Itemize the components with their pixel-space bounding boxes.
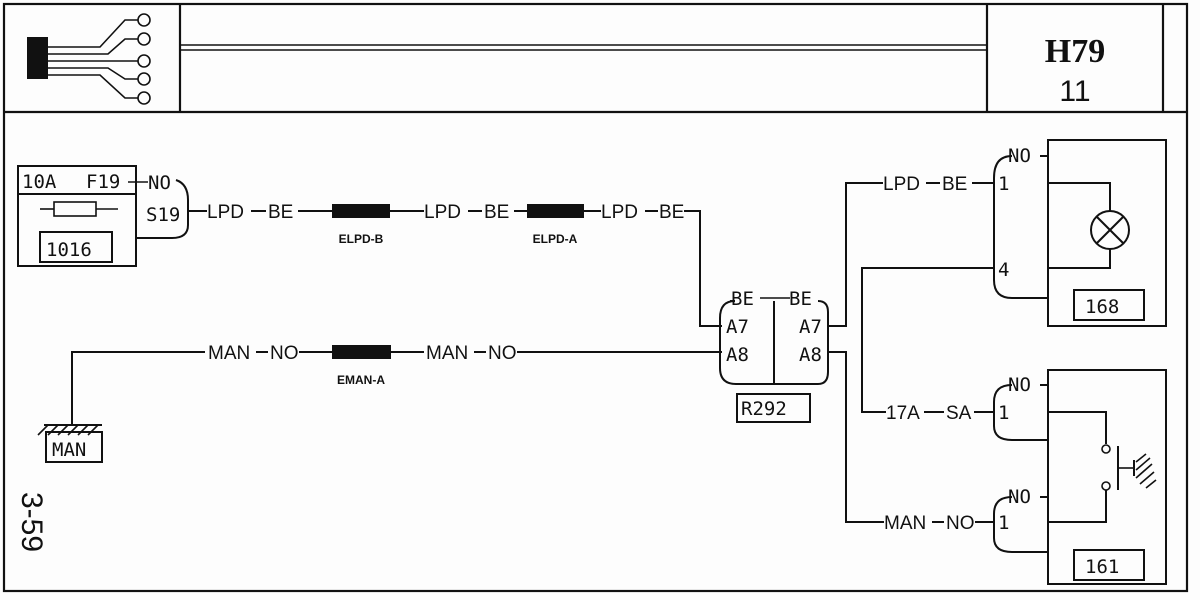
lamp-pin1: 1: [998, 173, 1009, 195]
side-reference: 3-59: [15, 492, 48, 552]
connector-elpd-b-label: ELPD-B: [339, 232, 384, 246]
wire-no-3: NO: [946, 513, 975, 534]
connector-elpd-a: [527, 204, 584, 218]
lamp-unit-id: 168: [1085, 296, 1119, 318]
wire-be-2: BE: [484, 202, 509, 223]
wire-be-3: BE: [659, 202, 684, 223]
wire-lamp-to-switch: [861, 267, 994, 413]
r292-a8-right: A8: [799, 344, 822, 366]
wire-sa: SA: [946, 403, 972, 424]
wire-lpd-4: LPD: [883, 174, 920, 195]
lamp-icon: [1090, 210, 1130, 250]
wire-no-2: NO: [488, 343, 517, 364]
r292-a7-left: A7: [726, 316, 749, 338]
junction-r292: [719, 297, 829, 423]
diagram-sub: 11: [1059, 75, 1090, 108]
fuse-slot: S19: [146, 204, 180, 226]
fuse-out-color: NO: [148, 172, 171, 194]
r292-be-left: BE: [731, 288, 754, 310]
wire-17a: 17A: [886, 403, 920, 424]
wire-man-3: MAN: [884, 513, 926, 534]
ground-symbol: [37, 424, 103, 463]
fuse-box: [17, 165, 137, 267]
wire-lpd-3: LPD: [601, 202, 638, 223]
switch-unit-id: 161: [1085, 556, 1119, 578]
switch-unit: [993, 369, 1167, 585]
wire-lpd-1: LPD: [207, 202, 244, 223]
wire-man-1: MAN: [208, 343, 250, 364]
r292-be-right: BE: [789, 288, 812, 310]
switch-pin-upper: 1: [998, 402, 1009, 424]
fuse-loop-wire: [136, 179, 189, 239]
wire-be-4: BE: [942, 174, 967, 195]
wire-be-1: BE: [268, 202, 293, 223]
connector-eman-a: [332, 345, 391, 359]
wire-top-to-a7: [684, 210, 722, 327]
switch-pin-lower: 1: [998, 512, 1009, 534]
wire-ground-feed: [71, 351, 205, 425]
lamp-unit: [993, 139, 1167, 327]
switch-lower-color: NO: [1008, 486, 1031, 508]
fuse-id: F19: [86, 171, 120, 193]
switch-upper-color: NO: [1008, 374, 1031, 396]
ground-label: MAN: [52, 439, 86, 461]
wire-a7-to-lamp: [828, 182, 883, 327]
r292-a8-left: A8: [726, 344, 749, 366]
diagram-code: H79: [1045, 33, 1105, 70]
wire-a8-to-switch: [828, 351, 884, 523]
pushbutton-switch-icon: [1101, 444, 1157, 491]
junction-id: R292: [741, 398, 787, 420]
wire-no-1: NO: [270, 343, 299, 364]
fuse-rating: 10A: [22, 171, 57, 193]
lamp-top-color: NO: [1008, 145, 1031, 167]
fuse-box-id: 1016: [46, 239, 92, 261]
connector-harness-icon: [27, 13, 151, 105]
wire-lpd-2: LPD: [424, 202, 461, 223]
connector-elpd-b: [332, 204, 390, 218]
frame: [2, 2, 1189, 593]
wire-man-2: MAN: [426, 343, 468, 364]
connector-eman-a-label: EMAN-A: [337, 373, 385, 387]
lamp-pin4: 4: [998, 259, 1009, 281]
connector-elpd-a-label: ELPD-A: [533, 232, 578, 246]
r292-a7-right: A7: [799, 316, 822, 338]
